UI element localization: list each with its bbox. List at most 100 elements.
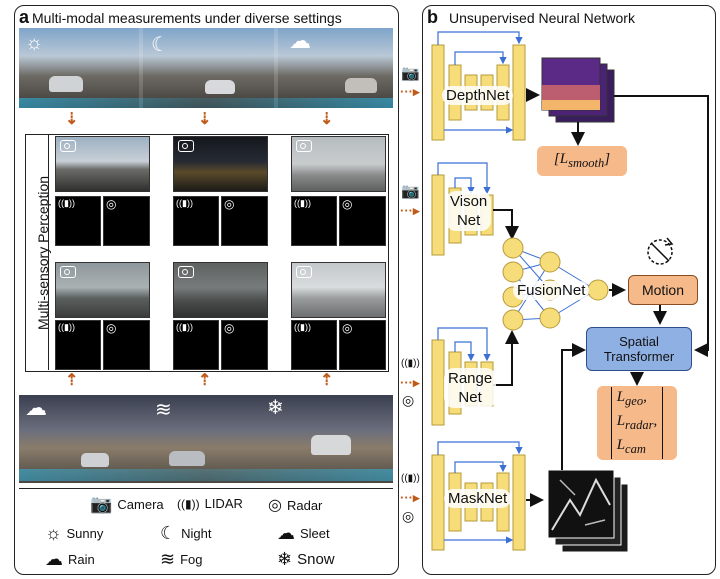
legend-snow: ❄ Snow — [277, 549, 335, 569]
lidar-thumb: ((▮)) — [55, 196, 101, 246]
scene-divider — [139, 28, 143, 108]
radar-icon: ◎ — [402, 508, 415, 524]
camera-icon — [296, 140, 312, 152]
input-arrow: ···▸ — [400, 203, 420, 218]
road-overlay — [19, 98, 393, 108]
night-icon: ☾ — [151, 34, 169, 56]
camera-thumb-rain — [55, 262, 150, 318]
radar-thumb: ◎ — [339, 320, 386, 370]
lidar-icon: ((▮)) — [294, 322, 311, 332]
lidar-icon: ((▮)) — [177, 496, 200, 511]
lidar-icon: ((▮)) — [401, 473, 420, 484]
legend-rain: ☁ Rain — [45, 549, 95, 569]
lidar-icon: ((▮)) — [176, 198, 193, 208]
road-overlay — [19, 469, 393, 481]
car — [205, 80, 235, 94]
camera-icon: 📷 — [90, 494, 113, 514]
car — [81, 453, 109, 467]
sun-icon: ☼ — [25, 32, 44, 54]
camera-icon — [178, 140, 194, 152]
radar-icon: ◎ — [106, 197, 117, 211]
rain-icon: ☁ — [25, 395, 47, 420]
car — [49, 76, 83, 92]
camera-thumb-snow — [291, 262, 386, 318]
car — [345, 78, 377, 93]
input-arrow: ···▸ — [400, 490, 420, 505]
camera-thumb-sleet — [291, 136, 386, 192]
lidar-icon: ((▮)) — [176, 322, 193, 332]
camera-thumb-fog — [173, 262, 268, 318]
up-arrow: ⇡ — [198, 372, 212, 389]
camera-icon — [296, 266, 312, 278]
legend-sunny: ☼ Sunny — [45, 523, 104, 543]
down-arrow: ⇣ — [320, 111, 334, 128]
legend-radar: ◎ Radar — [268, 497, 323, 514]
scene-divider — [274, 28, 278, 108]
radar-thumb: ◎ — [221, 196, 268, 246]
top-scene-image: ☼ ☾ ☁ — [19, 28, 393, 108]
fusionnet-label: FusionNet — [513, 281, 590, 300]
car — [311, 435, 351, 455]
legend-fog: ≋ Fog — [160, 549, 203, 569]
fog-icon: ≋ — [155, 399, 172, 421]
radar-icon: ◎ — [268, 497, 282, 514]
radar-icon: ◎ — [342, 321, 353, 335]
lidar-thumb: ((▮)) — [291, 196, 337, 246]
lidar-icon: ((▮)) — [401, 358, 420, 369]
legend-lidar: ((▮)) LIDAR — [177, 496, 243, 511]
snow-icon: ❄ — [277, 549, 293, 569]
radar-thumb: ◎ — [339, 196, 386, 246]
car — [169, 451, 205, 466]
bottom-scene-image: ☁ ≋ ❄ — [19, 395, 393, 483]
radar-icon: ◎ — [342, 197, 353, 211]
camera-thumb-night — [173, 136, 268, 192]
panel-b-letter: b — [427, 7, 438, 27]
radar-thumb: ◎ — [221, 320, 268, 370]
masknet-label: MaskNet — [444, 489, 512, 508]
legend-night: ☾ Night — [160, 523, 212, 543]
lidar-icon: ((▮)) — [58, 322, 75, 332]
radar-icon: ◎ — [224, 197, 235, 211]
lidar-thumb: ((▮)) — [55, 320, 101, 370]
camera-icon — [60, 266, 76, 278]
lidar-thumb: ((▮)) — [173, 196, 219, 246]
down-arrow: ⇣ — [198, 111, 212, 128]
up-arrow: ⇡ — [320, 372, 334, 389]
loss-final-box: Lgeo, Lradar, Lcam — [597, 386, 677, 460]
radar-icon: ◎ — [106, 321, 117, 335]
radar-thumb: ◎ — [103, 320, 150, 370]
radar-icon: ◎ — [402, 392, 415, 408]
radar-icon: ◎ — [224, 321, 235, 335]
camera-thumb-sunny — [55, 136, 150, 192]
depthnet-label: DepthNet — [442, 86, 514, 105]
legend-divider — [19, 488, 393, 489]
legend-sleet: ☁ Sleet — [277, 523, 330, 543]
sleet-icon: ☁ — [277, 523, 295, 543]
camera-icon: 📷 — [401, 183, 420, 200]
perception-box: Multi-sensory Perception — [25, 134, 389, 372]
lidar-icon: ((▮)) — [58, 198, 75, 208]
side-divider — [48, 135, 49, 370]
up-arrow: ⇡ — [65, 372, 79, 389]
snow-icon: ❄ — [267, 397, 284, 419]
down-arrow: ⇣ — [65, 111, 79, 128]
radar-thumb: ◎ — [103, 196, 150, 246]
loss-smooth-box: [Lsmooth] — [537, 146, 627, 176]
lidar-icon: ((▮)) — [294, 198, 311, 208]
lidar-thumb: ((▮)) — [173, 320, 219, 370]
panel-a-letter: a — [19, 7, 30, 27]
night-icon: ☾ — [160, 523, 177, 543]
sun-icon: ☼ — [45, 523, 62, 543]
camera-icon: 📷 — [401, 65, 420, 82]
legend-camera: 📷 Camera — [90, 494, 164, 514]
camera-icon — [178, 266, 194, 278]
fog-icon: ≋ — [160, 549, 176, 569]
input-arrow: ···▸ — [400, 375, 420, 390]
motion-box: Motion — [628, 275, 698, 305]
camera-icon — [60, 140, 76, 152]
